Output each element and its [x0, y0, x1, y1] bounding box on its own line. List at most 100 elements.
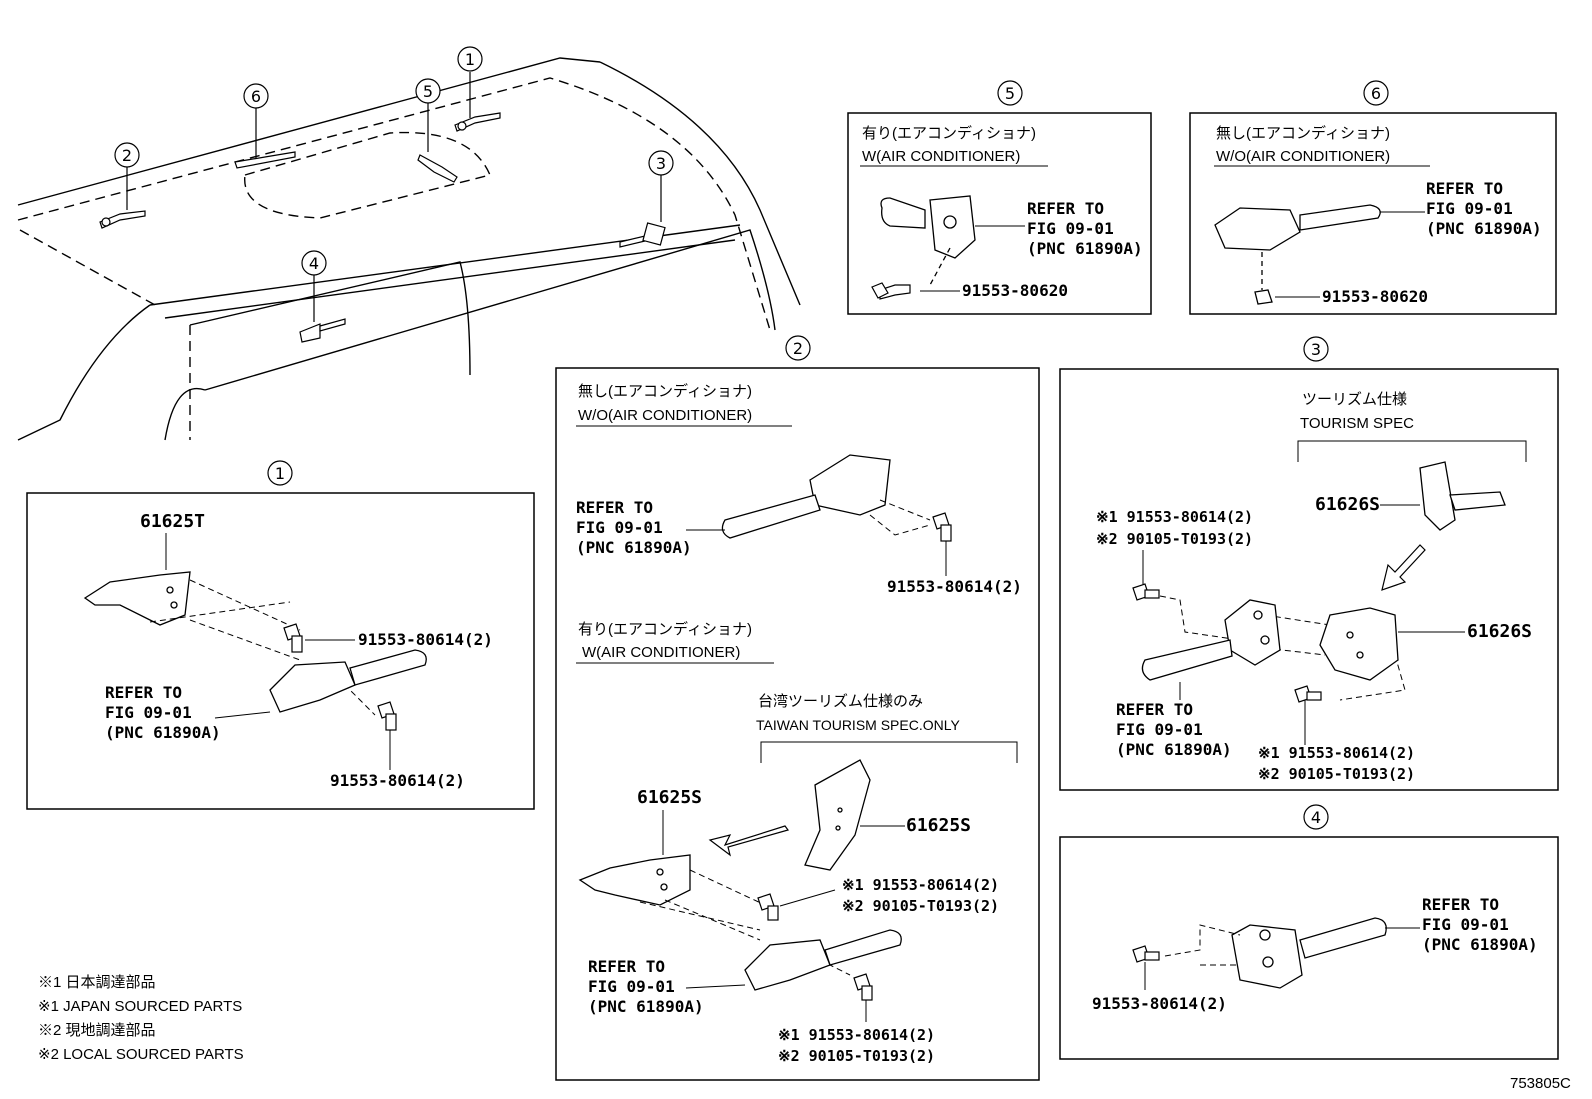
overview-callout-3: 3: [648, 150, 674, 176]
panel-3-spec-jp: ツーリズム仕様: [1302, 391, 1407, 408]
svg-text:4: 4: [1311, 808, 1321, 827]
panel-2: 2 無し(エアコンディショナ) W/O(AIR CONDITIONER) REF…: [555, 335, 1040, 1081]
panel-5-label-en: W(AIR CONDITIONER): [862, 148, 1020, 165]
panel-2-spec-bracket: [760, 741, 1018, 763]
handle-4-small: [299, 318, 346, 343]
panel-2-refer1-2: FIG 09-01: [576, 518, 663, 537]
panel-2-bolt2-label-2: ※2 90105-T0193(2): [842, 897, 999, 915]
panel-5-refer-2: FIG 09-01: [1027, 219, 1114, 238]
panel-6-refer-2: FIG 09-01: [1426, 199, 1513, 218]
panel-5-refer-1: REFER TO: [1027, 199, 1104, 218]
handle-2-small: [99, 210, 146, 229]
handle-5-small: [417, 154, 458, 183]
panel-1-frame: [26, 492, 535, 810]
panel-3-bolt-a: [1132, 583, 1160, 601]
overview-callout-2: 2: [114, 142, 140, 168]
panel-3-top-bracket: [1419, 461, 1506, 531]
panel-6-callout: 6: [1363, 80, 1389, 106]
panel-1-bolt-b-label: 91553-80614(2): [330, 771, 465, 790]
legend-line-4: ※2 LOCAL SOURCED PARTS: [38, 1046, 244, 1063]
panel-1-part: 61625T: [140, 511, 205, 532]
panel-5-callout: 5: [997, 80, 1023, 106]
svg-text:4: 4: [309, 254, 319, 273]
panel-2-plate: [804, 759, 871, 871]
panel-3-handle: [1141, 599, 1281, 681]
panel-1-refer-3: (PNC 61890A): [105, 723, 221, 742]
legend-line-2: ※1 JAPAN SOURCED PARTS: [38, 998, 242, 1015]
panel-3-frame: [1059, 368, 1559, 791]
panel-5-bolt-label: 91553-80620: [962, 281, 1068, 300]
handle-6-small: [234, 151, 296, 169]
overview-callout-1: 1: [457, 46, 483, 72]
panel-2-part-left: 61625S: [637, 787, 702, 808]
panel-2-bolt3-label-2: ※2 90105-T0193(2): [778, 1047, 935, 1065]
panel-5-refer-3: (PNC 61890A): [1027, 239, 1143, 258]
legend-line-1: ※1 日本調達部品: [38, 974, 156, 991]
panel-4: 4 REFER TO FIG 09-01 (PNC 61890A) 91553-…: [1059, 804, 1559, 1060]
svg-text:5: 5: [423, 82, 433, 101]
panel-2-spec-jp: 台湾ツーリズム仕様のみ: [758, 693, 923, 710]
panel-3-refer-1: REFER TO: [1116, 700, 1193, 719]
panel-4-refer-3: (PNC 61890A): [1422, 935, 1538, 954]
panel-2-label1-en: W/O(AIR CONDITIONER): [578, 407, 752, 424]
panel-1-bracket: [83, 571, 191, 626]
panel-3-spec-en: TOURISM SPEC: [1300, 415, 1414, 432]
svg-text:5: 5: [1005, 84, 1015, 103]
figure-id: 753805C: [1510, 1075, 1571, 1092]
panel-3-spec-bracket: [1297, 440, 1527, 462]
panel-3-right-bracket: [1319, 607, 1399, 681]
panel-2-bolt-3: [853, 973, 873, 1001]
panel-3-boltB-label-1: ※1 91553-80614(2): [1258, 744, 1415, 762]
panel-2-arrow: [708, 825, 790, 857]
panel-6-handle: [1214, 204, 1381, 305]
panel-5-bolt: [871, 282, 911, 300]
overview-callout-5: 5: [415, 78, 441, 104]
svg-text:6: 6: [251, 87, 261, 106]
panel-3-part-top: 61626S: [1315, 494, 1380, 515]
panel-2-bolt-1: [932, 512, 952, 542]
panel-2-bolt1-label: 91553-80614(2): [887, 577, 1022, 596]
panel-2-refer2-2: FIG 09-01: [588, 977, 675, 996]
svg-text:3: 3: [656, 154, 666, 173]
panel-1-bolt-a-label: 91553-80614(2): [358, 630, 493, 649]
panel-5-label-jp: 有り(エアコンディショナ): [862, 124, 1036, 142]
panel-2-callout: 2: [785, 335, 811, 361]
panel-6-label-en: W/O(AIR CONDITIONER): [1216, 148, 1390, 165]
panel-2-refer1-3: (PNC 61890A): [576, 538, 692, 557]
panel-1-refer-1: REFER TO: [105, 683, 182, 702]
panel-1-callout: 1: [267, 460, 293, 486]
panel-6-label-jp: 無し(エアコンディショナ): [1216, 124, 1390, 142]
panel-2-handle-top: [721, 454, 891, 539]
panel-3-refer-3: (PNC 61890A): [1116, 740, 1232, 759]
svg-text:6: 6: [1371, 84, 1381, 103]
panel-6-bolt-label: 91553-80620: [1322, 287, 1428, 306]
svg-text:2: 2: [793, 339, 803, 358]
panel-2-bolt3-label-1: ※1 91553-80614(2): [778, 1026, 935, 1044]
panel-4-bolt: [1132, 945, 1160, 963]
panel-2-label2-jp: 有り(エアコンディショナ): [578, 620, 752, 638]
legend-line-3: ※2 現地調達部品: [38, 1022, 156, 1039]
panel-1-bolt-a: [283, 623, 303, 653]
panel-4-frame: [1059, 836, 1559, 1060]
svg-text:3: 3: [1311, 340, 1321, 359]
legend: ※1 日本調達部品 ※1 JAPAN SOURCED PARTS ※2 現地調達…: [38, 974, 244, 1063]
panel-2-label2-en: W(AIR CONDITIONER): [582, 644, 740, 661]
panel-6-refer-1: REFER TO: [1426, 179, 1503, 198]
panel-1-bolt-b: [377, 701, 397, 731]
panel-3-refer-2: FIG 09-01: [1116, 720, 1203, 739]
panel-3-bolt-b: [1294, 685, 1322, 703]
panel-4-handle: [1231, 917, 1387, 989]
panel-2-refer2-1: REFER TO: [588, 957, 665, 976]
panel-3-callout: 3: [1303, 336, 1329, 362]
handle-3-small: [619, 222, 666, 248]
panel-4-bolt-label: 91553-80614(2): [1092, 994, 1227, 1013]
panel-3: 3 ツーリズム仕様 TOURISM SPEC 61626S ※1 91553-8…: [1059, 336, 1559, 791]
panel-4-refer-2: FIG 09-01: [1422, 915, 1509, 934]
panel-2-spec-en: TAIWAN TOURISM SPEC.ONLY: [756, 717, 960, 733]
panel-2-bracket: [578, 854, 691, 906]
overview-callouts: [126, 72, 662, 322]
panel-3-arrow: [1381, 544, 1426, 591]
roof-line: [17, 57, 601, 206]
panel-2-bolt2-label-1: ※1 91553-80614(2): [842, 876, 999, 894]
